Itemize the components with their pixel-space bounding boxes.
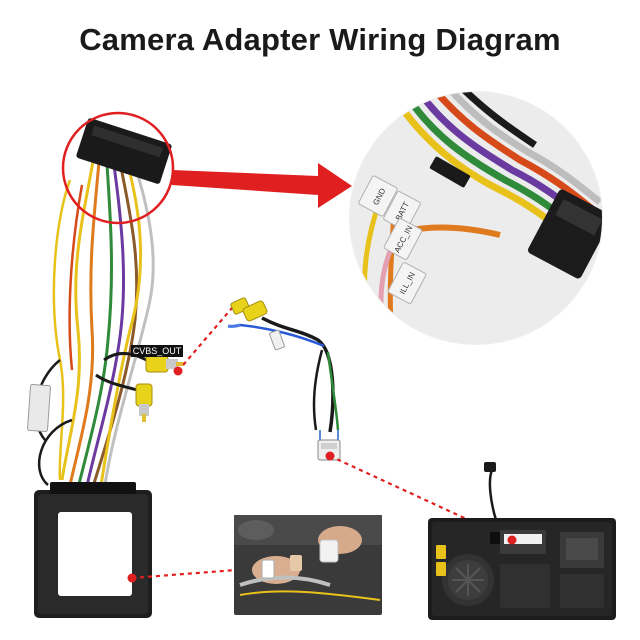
camera-cable (227, 297, 341, 461)
zoom-circle: GND BATT ACC_IN ILL_IN (349, 91, 603, 345)
link-camera-to-headunit (329, 455, 513, 541)
link-cvbs-to-camera (177, 307, 233, 372)
link-dot-cvbs (173, 366, 183, 376)
wire-harness (27, 118, 172, 493)
zoom-label-ill: ILL_IN (387, 262, 427, 304)
cvbs-out-label-text: CVBS_OUT (133, 346, 182, 356)
zoom-arrow (172, 163, 352, 208)
cvbs-out-label: CVBS_OUT (131, 345, 183, 357)
diagram-title: Camera Adapter Wiring Diagram (79, 22, 561, 57)
highlight-circle (61, 111, 175, 225)
adapter-module (34, 482, 152, 618)
installation-photo (234, 515, 382, 615)
head-unit-back (428, 462, 616, 620)
link-dot-camera (325, 451, 335, 461)
link-dot-headunit (507, 535, 517, 545)
zoom-label-batt: BATT (383, 190, 421, 232)
zoom-label-acc: ACC_IN (383, 218, 423, 260)
zoom-label-gnd: GND (358, 175, 398, 217)
rca-connector-second (135, 383, 153, 422)
